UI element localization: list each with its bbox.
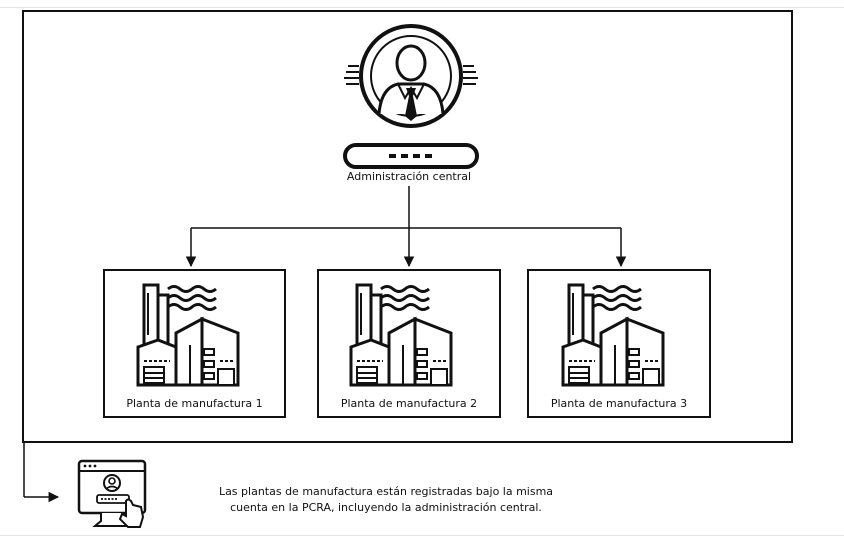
- plant-box-3: [527, 269, 711, 418]
- plant-box-2: [317, 269, 501, 418]
- plant-box-1: [103, 269, 286, 418]
- caption-line-1: Las plantas de manufactura están registr…: [218, 485, 554, 498]
- admin-person-icon: [344, 24, 478, 128]
- caption-line-2: cuenta en la PCRA, incluyendo la adminis…: [230, 501, 542, 514]
- computer-login-icon: [77, 459, 147, 528]
- central-admin-label: Administración central: [346, 170, 472, 183]
- plant-label-3: Planta de manufactura 3: [550, 397, 688, 410]
- factory-icon: [561, 283, 665, 387]
- bottom-divider: [0, 535, 844, 536]
- footer-arrow: [23, 443, 60, 503]
- footer-caption: Las plantas de manufactura están registr…: [176, 484, 596, 516]
- password-bar-icon: [343, 143, 479, 169]
- diagram-frame: [22, 10, 793, 443]
- plant-label-2: Planta de manufactura 2: [340, 397, 478, 410]
- top-divider: [0, 7, 844, 8]
- factory-icon: [349, 283, 453, 387]
- plant-label-1: Planta de manufactura 1: [126, 397, 263, 410]
- connector-lines: [185, 186, 627, 268]
- factory-icon: [136, 283, 240, 387]
